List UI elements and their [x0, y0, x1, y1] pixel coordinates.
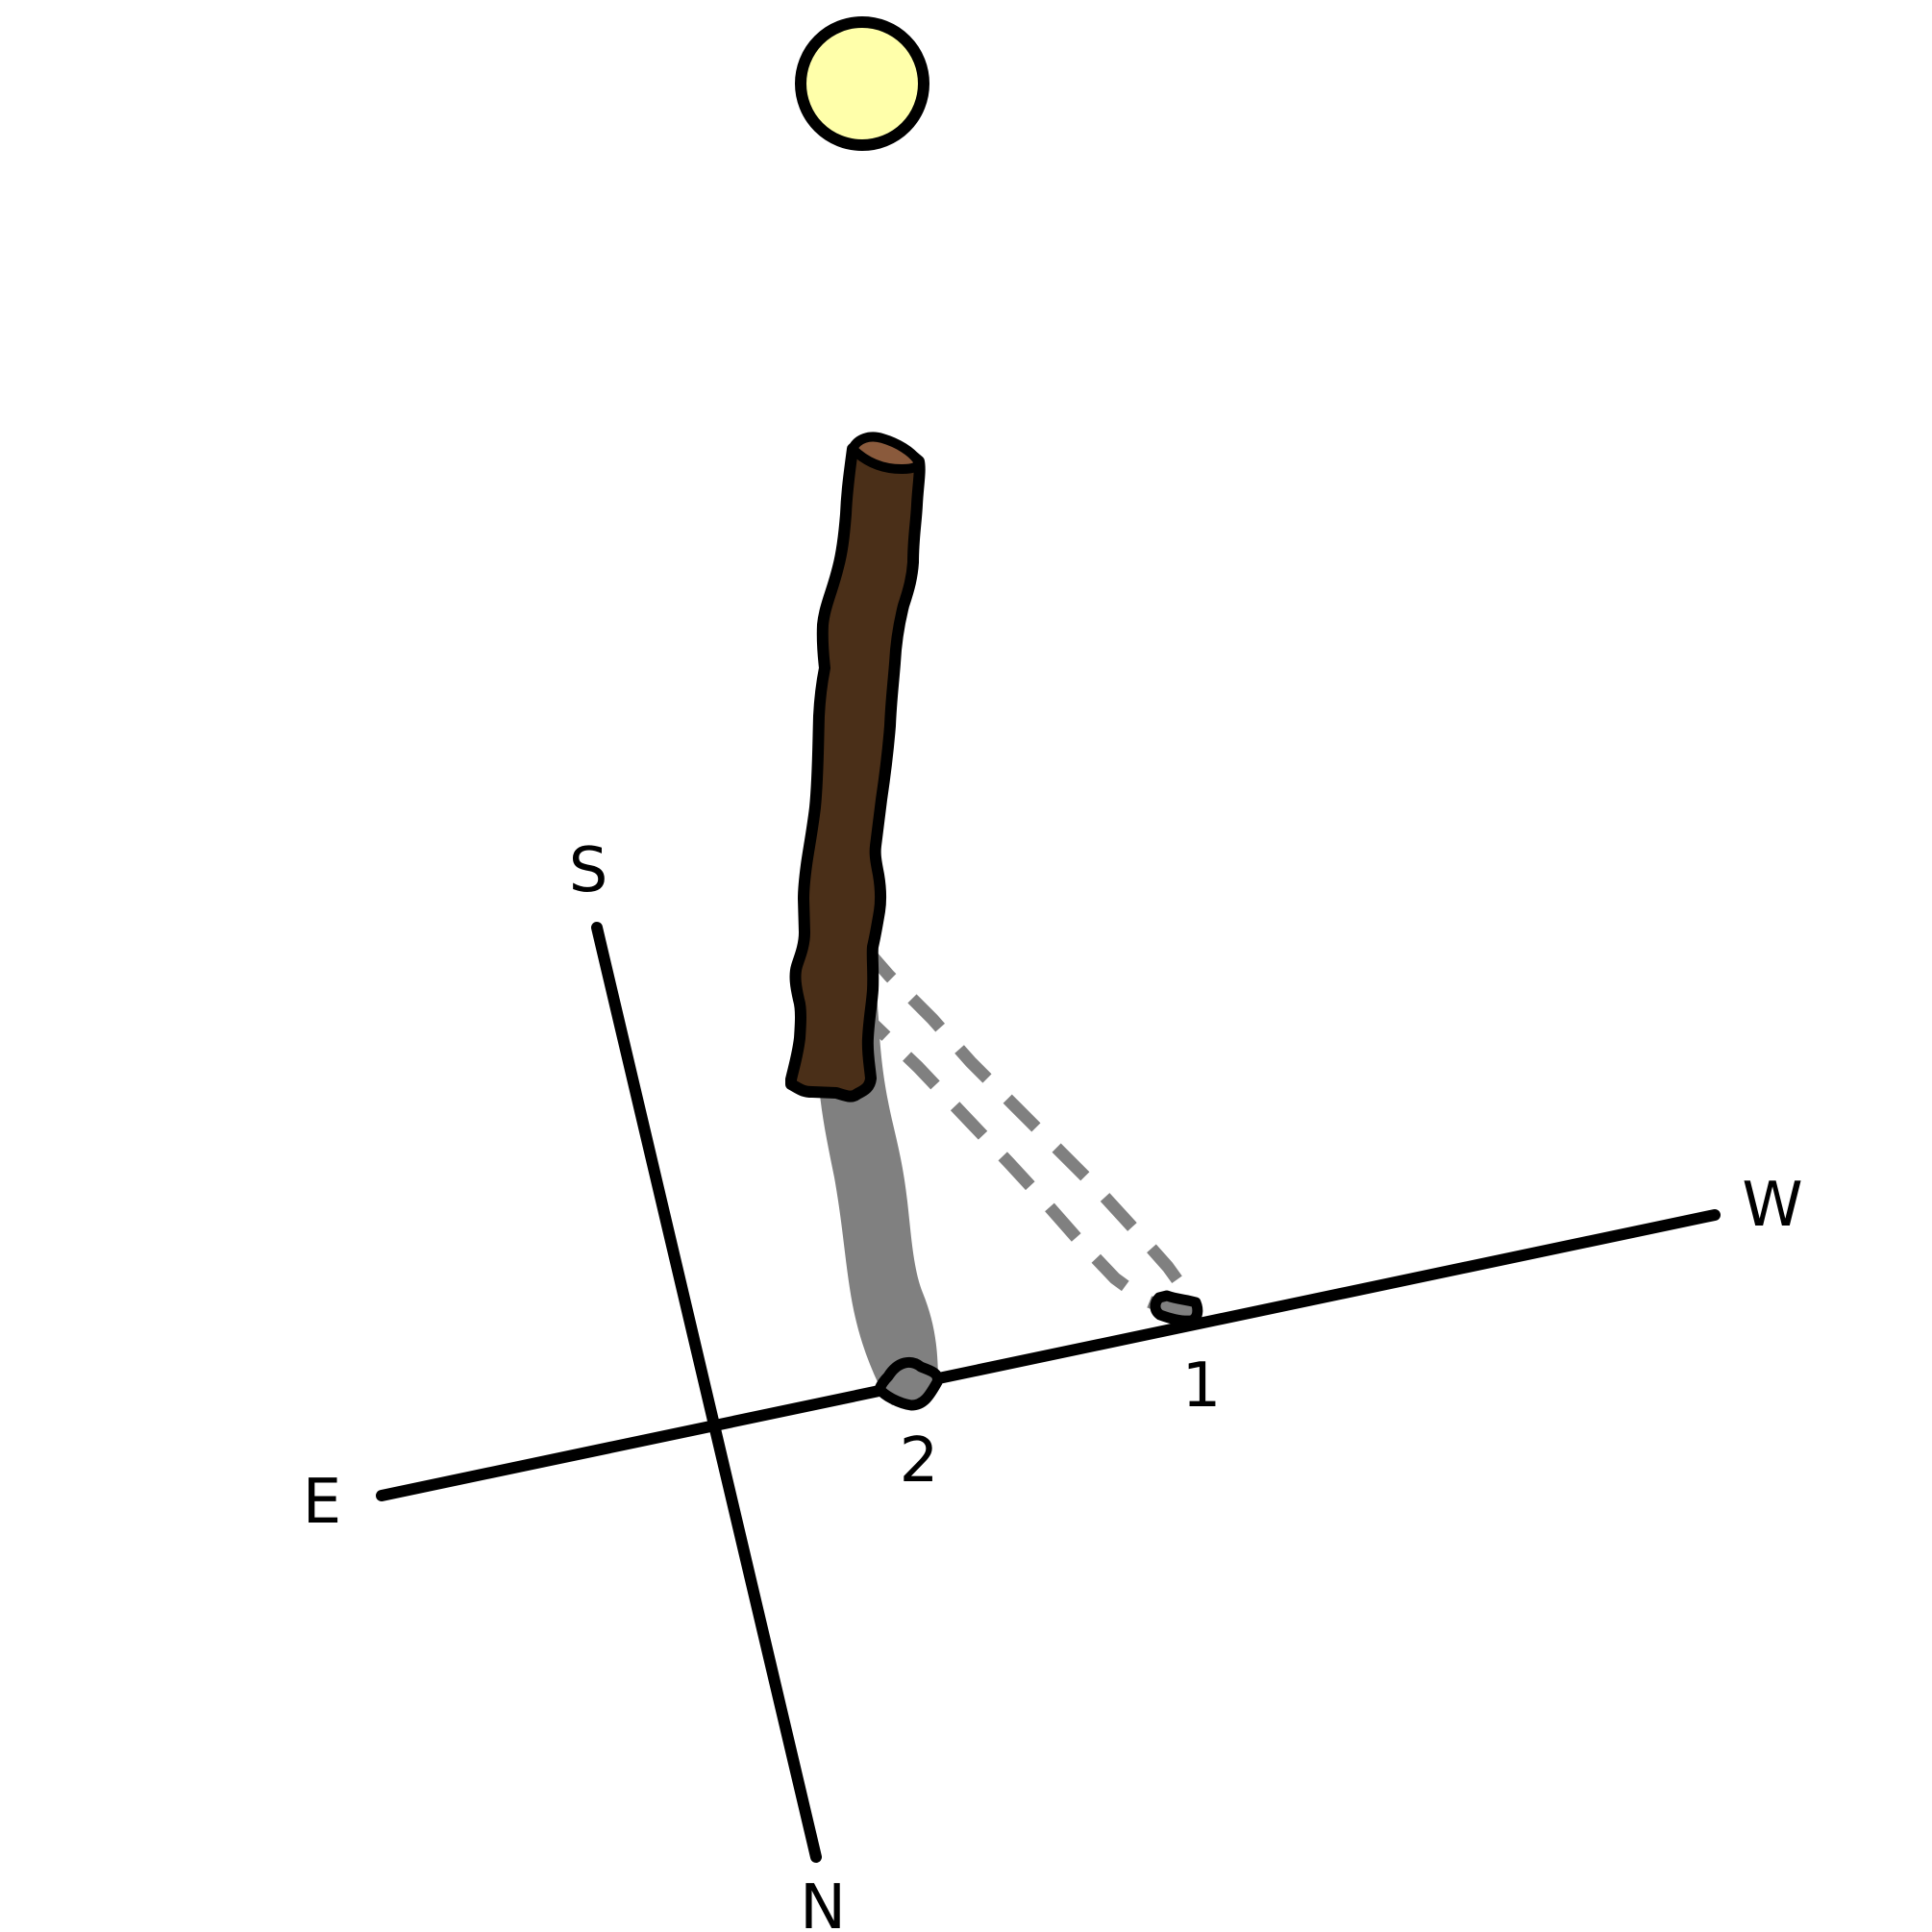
west-label: W	[1742, 1170, 1802, 1241]
south-label: S	[569, 835, 608, 906]
compass-axes	[376, 922, 1721, 1863]
stick-body	[785, 436, 926, 1102]
stick-top	[848, 432, 923, 474]
sun-icon	[795, 16, 929, 151]
stone-icon	[874, 1356, 943, 1411]
stone-icon	[1150, 1290, 1203, 1326]
north-label: N	[800, 1872, 846, 1932]
east-label: E	[303, 1467, 341, 1538]
stone-marker-1	[1150, 1290, 1203, 1326]
stone-label-1: 1	[1182, 1350, 1222, 1422]
north-south-axis	[591, 922, 822, 1863]
stone-marker-2	[874, 1356, 943, 1411]
east-west-axis	[376, 1209, 1721, 1501]
stone-label-2: 2	[900, 1425, 939, 1497]
